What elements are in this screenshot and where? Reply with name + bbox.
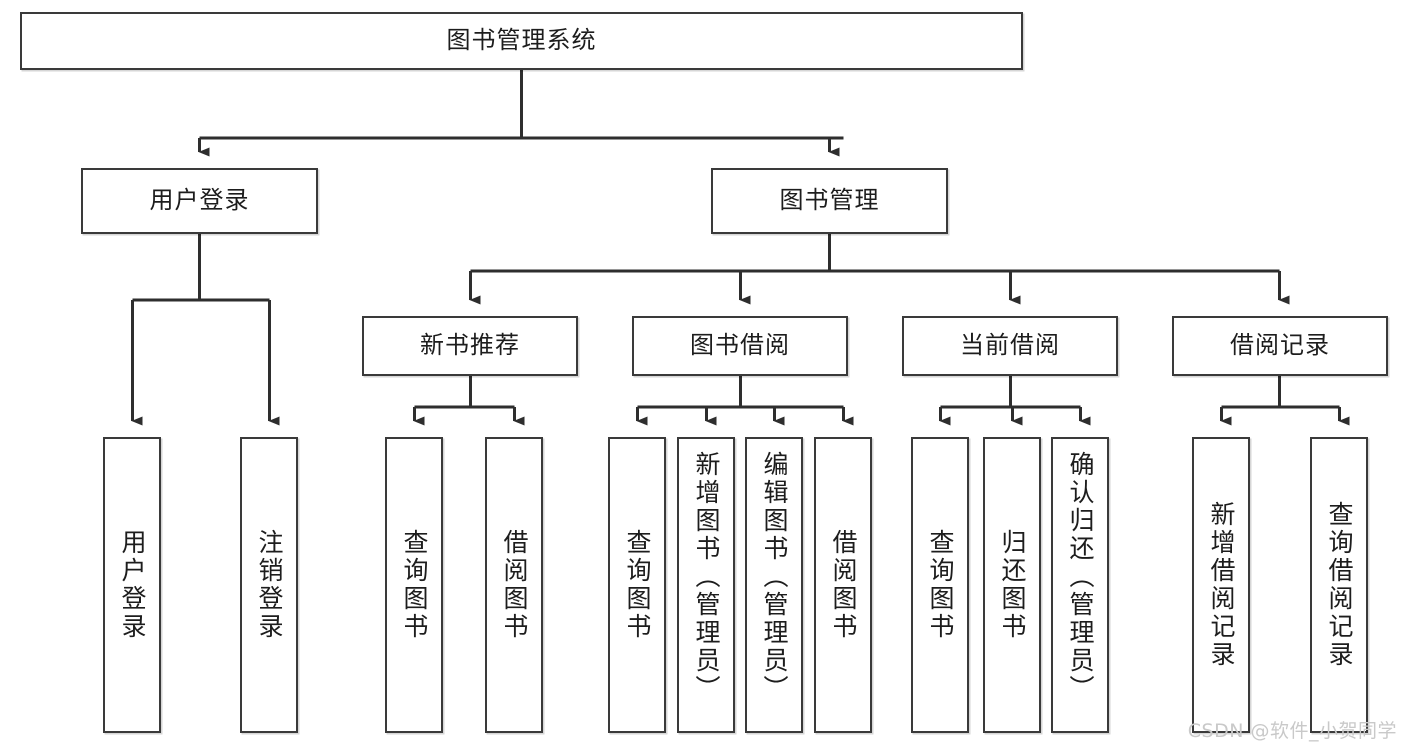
node-leaf-user-login-label: 用户登录 [118,529,147,641]
node-leaf-return-book[interactable]: 归还图书 [983,437,1041,733]
node-current-borrow[interactable]: 当前借阅 [902,316,1118,376]
node-book-management-label: 图书管理 [779,186,880,215]
node-leaf-query-borrow-record-label: 查询借阅记录 [1325,501,1354,669]
node-leaf-edit-book-admin-label: 编辑图书（管理员） [760,451,789,703]
node-leaf-add-borrow-record-label: 新增借阅记录 [1207,501,1236,669]
node-leaf-query-borrow-record[interactable]: 查询借阅记录 [1310,437,1368,733]
node-leaf-logout-login[interactable]: 注销登录 [240,437,298,733]
node-leaf-query-book-2[interactable]: 查询图书 [608,437,666,733]
csdn-watermark: CSDN @软件_小贺同学 [1187,720,1397,742]
node-leaf-return-book-label: 归还图书 [998,529,1027,641]
node-book-borrow-label: 图书借阅 [690,331,790,360]
node-leaf-edit-book-admin[interactable]: 编辑图书（管理员） [745,437,803,733]
node-borrow-record[interactable]: 借阅记录 [1172,316,1388,376]
node-user-login[interactable]: 用户登录 [81,168,318,234]
node-book-management[interactable]: 图书管理 [711,168,948,234]
node-leaf-logout-login-label: 注销登录 [255,529,284,641]
node-leaf-query-book-3-label: 查询图书 [926,529,955,641]
node-leaf-borrow-book-2-label: 借阅图书 [829,529,858,641]
node-root[interactable]: 图书管理系统 [20,12,1023,70]
node-leaf-query-book-3[interactable]: 查询图书 [911,437,969,733]
node-new-book-recommend[interactable]: 新书推荐 [362,316,578,376]
node-leaf-borrow-book-1-label: 借阅图书 [500,529,529,641]
node-user-login-label: 用户登录 [149,186,250,215]
node-leaf-borrow-book-1[interactable]: 借阅图书 [485,437,543,733]
node-book-borrow[interactable]: 图书借阅 [632,316,848,376]
node-leaf-add-borrow-record[interactable]: 新增借阅记录 [1192,437,1250,733]
node-root-label: 图书管理系统 [446,26,597,55]
node-current-borrow-label: 当前借阅 [960,331,1060,360]
node-new-book-recommend-label: 新书推荐 [420,331,520,360]
node-leaf-query-book-1[interactable]: 查询图书 [385,437,443,733]
node-leaf-add-book-admin-label: 新增图书（管理员） [692,451,721,703]
node-leaf-user-login[interactable]: 用户登录 [103,437,161,733]
node-leaf-query-book-2-label: 查询图书 [623,529,652,641]
node-leaf-confirm-return-admin[interactable]: 确认归还（管理员） [1051,437,1109,733]
node-leaf-add-book-admin[interactable]: 新增图书（管理员） [677,437,735,733]
node-leaf-borrow-book-2[interactable]: 借阅图书 [814,437,872,733]
node-leaf-query-book-1-label: 查询图书 [400,529,429,641]
node-leaf-confirm-return-admin-label: 确认归还（管理员） [1066,451,1095,703]
node-borrow-record-label: 借阅记录 [1230,331,1330,360]
